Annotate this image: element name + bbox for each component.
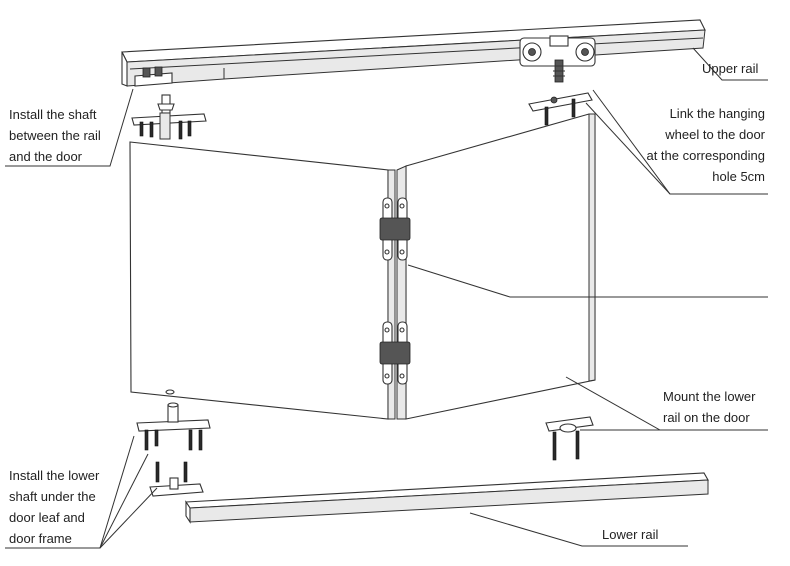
leader-lines bbox=[5, 47, 768, 549]
label-upper-rail: Upper rail bbox=[702, 61, 759, 76]
label-lower-rail: Lower rail bbox=[602, 527, 659, 542]
label-mount-lower-rail: Mount the lower rail on the door bbox=[663, 389, 756, 425]
wheel-mount-plate bbox=[528, 92, 593, 126]
label-install-shaft: Install the shaft between the rail and t… bbox=[9, 107, 101, 164]
upper-pivot-shaft bbox=[131, 94, 207, 140]
door-leaf-left bbox=[129, 141, 396, 420]
lower-frame-shaft bbox=[149, 461, 204, 497]
door-leaf-right bbox=[396, 113, 596, 420]
label-link-hanging-wheel: Link the hanging wheel to the door at th… bbox=[646, 106, 765, 184]
hanging-wheel-trolley bbox=[519, 35, 596, 83]
hinge-lower bbox=[379, 321, 411, 385]
lower-rail bbox=[185, 472, 709, 524]
label-install-lower-shaft: Install the lower shaft under the door l… bbox=[9, 468, 100, 546]
upper-shaft-bracket bbox=[134, 66, 173, 87]
lower-pivot-plate bbox=[136, 402, 211, 451]
hinge-upper bbox=[379, 197, 411, 261]
upper-rail bbox=[121, 19, 706, 87]
lower-rail-guide-plate bbox=[545, 416, 594, 461]
